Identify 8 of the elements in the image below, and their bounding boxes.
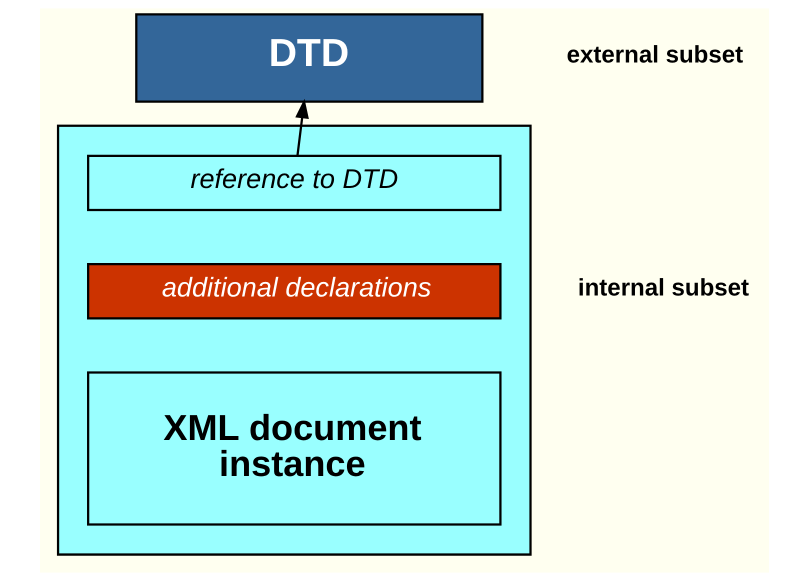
- node-box: DTD: [134, 13, 483, 103]
- node-box: XML document instance: [86, 371, 502, 526]
- cluster: [56, 124, 532, 556]
- label: external subset: [566, 41, 743, 68]
- arrow: [294, 98, 308, 156]
- label: internal subset: [577, 274, 749, 302]
- node-box: additional declarations: [86, 263, 502, 320]
- node-box: reference to DTD: [86, 154, 502, 212]
